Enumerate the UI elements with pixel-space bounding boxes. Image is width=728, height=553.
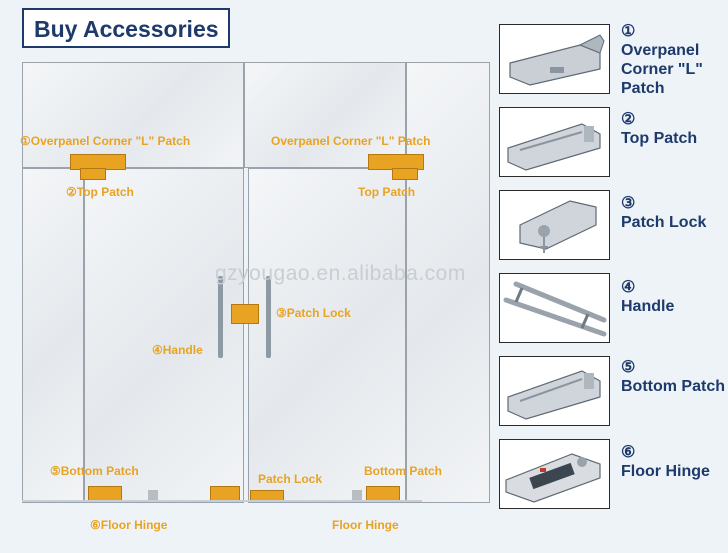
caption-name: Handle [621, 298, 675, 315]
caption-name: Overpanel Corner "L" Patch [621, 42, 703, 97]
bottom-patch-icon[interactable] [499, 356, 610, 426]
side-panel-right [406, 62, 490, 503]
caption-bottom-patch: ⑤ Bottom Patch [621, 358, 726, 396]
caption-handle: ④ Handle [621, 278, 726, 316]
floor-hinge-right [352, 490, 362, 502]
overpanel-left [22, 62, 244, 168]
top-patch-left [80, 168, 106, 180]
caption-number: ④ [621, 279, 636, 296]
label-patch-lock-bottom: Patch Lock [258, 472, 323, 486]
caption-name: Bottom Patch [621, 378, 725, 395]
patch-lock-icon[interactable] [499, 190, 610, 260]
label-floor-hinge-right: Floor Hinge [332, 518, 399, 532]
label-top-patch-right: Top Patch [358, 185, 416, 199]
caption-name: Floor Hinge [621, 463, 710, 480]
overpanel-corner-patch-icon[interactable] [499, 24, 610, 94]
side-panel-left [22, 168, 84, 503]
floor-hinge-left [148, 490, 158, 502]
caption-number: ⑥ [621, 444, 636, 461]
label-bottom-patch-left: ⑤Bottom Patch [50, 464, 139, 478]
label-patch-lock-center: ③Patch Lock [276, 306, 351, 320]
door-diagram [22, 56, 490, 546]
door-left [84, 168, 244, 503]
door-right [248, 168, 406, 503]
label-top-patch-left: ②Top Patch [66, 185, 134, 199]
title-box: Buy Accessories [22, 8, 230, 48]
caption-top-patch: ② Top Patch [621, 110, 726, 148]
page-title: Buy Accessories [34, 16, 219, 42]
caption-name: Patch Lock [621, 214, 707, 231]
caption-number: ⑤ [621, 359, 636, 376]
label-overpanel-left: ①Overpanel Corner "L" Patch [20, 134, 191, 148]
caption-floor-hinge: ⑥ Floor Hinge [621, 443, 726, 481]
top-patch-icon[interactable] [499, 107, 610, 177]
caption-overpanel: ① Overpanel Corner "L" Patch [621, 22, 726, 98]
overpanel-right [244, 62, 406, 168]
patch-lock-center [231, 304, 259, 324]
floor-hinge-icon[interactable] [499, 439, 610, 509]
caption-name: Top Patch [621, 130, 698, 147]
caption-patch-lock: ③ Patch Lock [621, 194, 726, 232]
caption-number: ② [621, 111, 636, 128]
caption-number: ③ [621, 195, 636, 212]
handle-icon[interactable] [499, 273, 610, 343]
caption-number: ① [621, 23, 636, 40]
label-handle: ④Handle [152, 343, 203, 357]
floor-line [22, 500, 422, 502]
handle-bar-left [218, 276, 223, 358]
watermark: gzyougao.en.alibaba.com [215, 262, 466, 285]
label-overpanel-right: Overpanel Corner "L" Patch [271, 134, 431, 148]
top-patch-right [392, 168, 418, 180]
handle-bar-right [266, 276, 271, 358]
label-floor-hinge-left: ⑥Floor Hinge [90, 518, 168, 532]
label-bottom-patch-right: Bottom Patch [364, 464, 442, 478]
